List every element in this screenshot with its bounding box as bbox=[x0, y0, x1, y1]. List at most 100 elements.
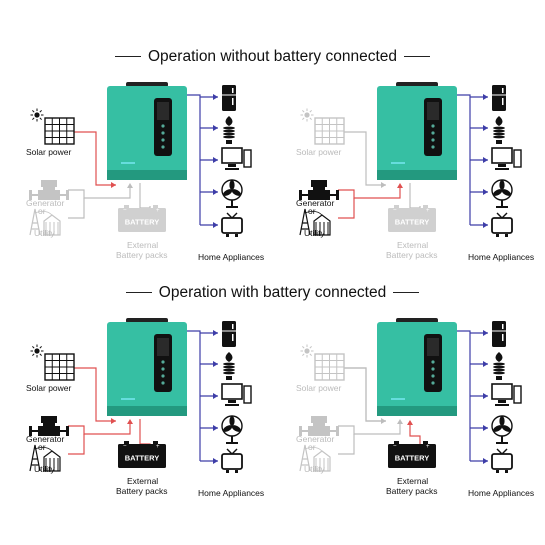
generator-wire bbox=[338, 422, 401, 435]
solar-source bbox=[30, 108, 75, 145]
computer-icon bbox=[491, 147, 522, 170]
display-button bbox=[161, 367, 165, 371]
inverter-bottom-band bbox=[377, 170, 457, 180]
appliance-1 bbox=[223, 116, 235, 144]
solar-source bbox=[300, 108, 345, 145]
solar-wire bbox=[344, 367, 386, 422]
generator-icon bbox=[299, 416, 339, 436]
battery-wire bbox=[139, 183, 151, 209]
solar-wire bbox=[74, 131, 116, 186]
brand-strip bbox=[391, 398, 405, 400]
battery-icon: −+BATTERY bbox=[118, 205, 166, 232]
fridge-icon bbox=[222, 85, 236, 111]
appliance-1 bbox=[493, 116, 505, 144]
computer-icon bbox=[221, 147, 252, 170]
grid-arrow bbox=[127, 419, 133, 424]
display-button bbox=[161, 145, 165, 149]
display-button bbox=[161, 360, 165, 364]
display-button bbox=[431, 138, 435, 142]
svg-text:+: + bbox=[156, 208, 160, 214]
solar-label: Solar power bbox=[26, 383, 72, 393]
appliance-3 bbox=[491, 179, 513, 208]
solar-panel-icon bbox=[44, 353, 75, 381]
or-label: or bbox=[308, 442, 316, 452]
display-button bbox=[161, 374, 165, 378]
inverter-body bbox=[377, 322, 457, 416]
inverter-body bbox=[107, 86, 187, 180]
utility-source bbox=[29, 208, 61, 236]
tv-icon bbox=[491, 448, 513, 473]
generator-wire bbox=[338, 186, 401, 199]
output-arrow bbox=[483, 94, 488, 100]
display-button bbox=[161, 124, 165, 128]
sun-icon bbox=[30, 108, 44, 122]
inverter-top-cap bbox=[396, 82, 438, 87]
generator-source bbox=[29, 416, 69, 436]
appliance-4 bbox=[221, 448, 243, 473]
appliance-2 bbox=[221, 147, 252, 170]
svg-text:+: + bbox=[426, 208, 430, 214]
utility-label: Utility bbox=[304, 228, 325, 238]
battery-discharge-arrow bbox=[407, 420, 413, 425]
output-arrow bbox=[483, 125, 488, 131]
title-rule-left bbox=[114, 56, 141, 58]
output-arrow bbox=[483, 222, 488, 228]
utility-source bbox=[29, 444, 61, 472]
display-button bbox=[431, 360, 435, 364]
utility-source bbox=[299, 444, 331, 472]
grid-arrow bbox=[397, 183, 403, 188]
home-appliances-label: Home Appliances bbox=[468, 252, 535, 262]
external-label: External bbox=[127, 240, 159, 250]
generator-label: Generator bbox=[296, 198, 335, 208]
or-label: or bbox=[38, 206, 46, 216]
fan-icon bbox=[491, 415, 513, 444]
home-appliances-label: Home Appliances bbox=[198, 252, 265, 262]
appliance-0 bbox=[492, 85, 506, 111]
light-bulb-icon bbox=[223, 116, 235, 144]
solar-source bbox=[30, 344, 75, 381]
inverter-body bbox=[377, 86, 457, 180]
solar-wire bbox=[74, 367, 116, 422]
generator-label: Generator bbox=[26, 434, 65, 444]
inverter-body bbox=[107, 322, 187, 416]
battery-icon: −+BATTERY bbox=[388, 441, 436, 468]
battery-packs-label: Battery packs bbox=[116, 486, 168, 496]
solar-arrow bbox=[381, 182, 386, 188]
brand-strip bbox=[391, 162, 405, 164]
brand-strip bbox=[121, 162, 135, 164]
generator-label: Generator bbox=[26, 198, 65, 208]
generator-icon bbox=[29, 416, 69, 436]
external-label: External bbox=[397, 240, 429, 250]
home-appliances-label: Home Appliances bbox=[468, 488, 535, 498]
output-arrow bbox=[213, 425, 218, 431]
utility-wire bbox=[338, 434, 355, 455]
light-bulb-icon bbox=[223, 352, 235, 380]
output-bus bbox=[457, 330, 471, 461]
section-title-with-battery: Operation with battery connected bbox=[0, 284, 545, 302]
display-button bbox=[431, 131, 435, 135]
section-title-text: Operation without battery connected bbox=[147, 48, 397, 65]
display-button bbox=[431, 367, 435, 371]
output-arrow bbox=[213, 125, 218, 131]
section-title-no-battery: Operation without battery connected bbox=[0, 48, 545, 66]
output-arrow bbox=[213, 189, 218, 195]
fan-icon bbox=[221, 415, 243, 444]
sun-icon bbox=[300, 344, 314, 358]
solar-arrow bbox=[111, 418, 116, 424]
output-arrow bbox=[213, 222, 218, 228]
output-bus bbox=[457, 94, 471, 225]
sun-icon bbox=[30, 344, 44, 358]
appliance-4 bbox=[491, 212, 513, 237]
inverter-bottom-band bbox=[107, 170, 187, 180]
panel-graphics: −+BATTERY bbox=[29, 82, 252, 237]
fridge-icon bbox=[492, 321, 506, 347]
inverter bbox=[377, 82, 457, 180]
light-bulb-icon bbox=[493, 116, 505, 144]
battery-packs-label: Battery packs bbox=[386, 250, 438, 260]
tv-icon bbox=[491, 212, 513, 237]
inverter-bottom-band bbox=[107, 406, 187, 416]
inverter-top-cap bbox=[396, 318, 438, 323]
generator-source bbox=[299, 416, 339, 436]
inverter-top-cap bbox=[126, 82, 168, 87]
